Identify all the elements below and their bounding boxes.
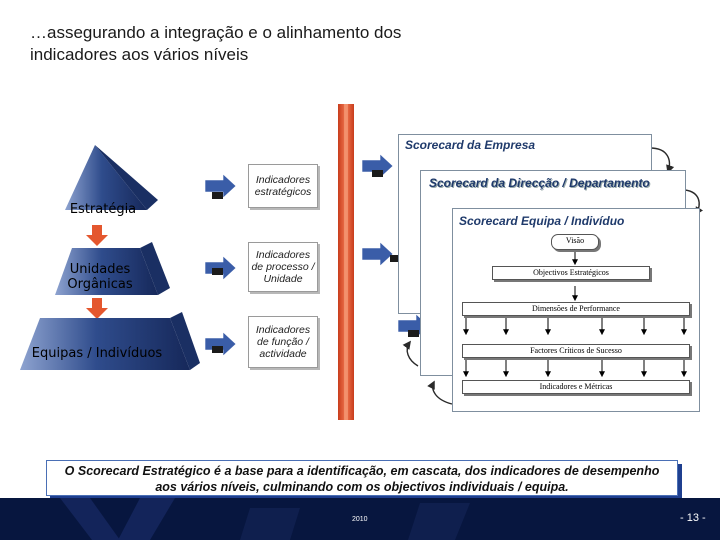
pyramid-bottom-shape: [20, 312, 200, 370]
pyramid-down-arrow-2: [86, 298, 108, 319]
page-number: - 13 -: [680, 512, 706, 524]
arrow-icon: [361, 241, 401, 267]
footer-bar: [0, 498, 720, 540]
flow-node-objectives: Objectivos Estratégicos: [492, 266, 650, 280]
arrow-icon: [361, 153, 394, 179]
scorecard-direction-title: Scorecard da Direcção / Departamento: [429, 176, 650, 190]
pyramid-down-arrow-1: [86, 225, 108, 246]
pyramid-label-strategy: Estratégia: [69, 202, 137, 217]
pyramid-label-units: Unidades Orgânicas: [67, 262, 133, 292]
indicator-strategic-text: Indicadores estratégicos: [254, 174, 312, 198]
arrow-icon: [204, 331, 237, 357]
scorecard-team-title: Scorecard Equipa / Indivíduo: [459, 214, 625, 228]
indicator-function-text: Indicadores de função / actividade: [255, 324, 311, 360]
footer-year: 2010: [352, 516, 368, 523]
flow-node-vision: Visão: [551, 234, 599, 250]
indicator-box-strategic: Indicadores estratégicos: [248, 164, 318, 208]
pyramid-top-shape: [65, 145, 158, 210]
arrow-icon: [204, 255, 237, 281]
flow-node-metrics: Indicadores e Métricas: [462, 380, 690, 394]
indicator-process-text: Indicadores de processo / Unidade: [251, 249, 315, 285]
arrow-icon: [204, 173, 237, 199]
pyramid-middle-shape: [55, 242, 170, 295]
footer-logo-watermark: [60, 498, 470, 540]
cascade-arrow-icon: [427, 380, 453, 405]
slide-title-line-2: indicadores aos vários níveis: [30, 45, 249, 64]
flow-node-dimensions: Dimensões de Performance: [462, 302, 690, 316]
slide-title: …assegurando a integração e o alinhament…: [30, 22, 590, 66]
pyramid-label-teams: Equipas / Indivíduos: [31, 346, 163, 361]
slide-title-line-1: …assegurando a integração e o alinhament…: [30, 23, 402, 42]
alignment-bar: [338, 104, 354, 420]
caption-box: O Scorecard Estratégico é a base para a …: [46, 460, 678, 496]
indicator-box-process: Indicadores de processo / Unidade: [248, 242, 318, 292]
flow-node-factors: Factores Críticos de Sucesso: [462, 344, 690, 358]
flow-connectors: [463, 250, 687, 378]
scorecard-company-title: Scorecard da Empresa: [405, 138, 536, 152]
indicator-box-function: Indicadores de função / actividade: [248, 316, 318, 368]
cascade-arrow-icon: [649, 147, 675, 174]
caption-text: O Scorecard Estratégico é a base para a …: [64, 464, 660, 494]
cascade-arrow-icon: [402, 340, 419, 367]
